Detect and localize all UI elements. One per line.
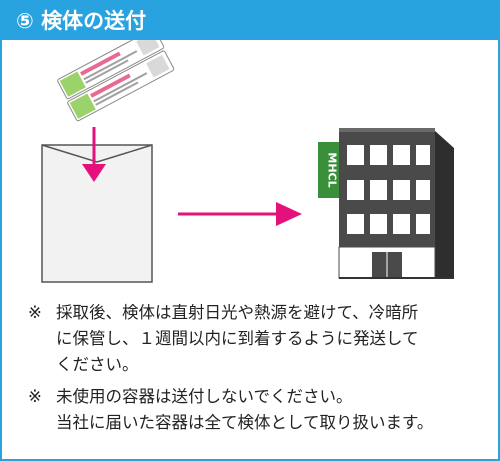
note-line: 採取後、検体は直射日光や熱源を避けて、冷暗所: [56, 303, 419, 322]
section-header: ⑤ 検体の送付: [2, 2, 498, 40]
right-arrow-icon: [178, 202, 302, 226]
building-sign-text: MHCL: [326, 152, 339, 187]
section-title: ⑤ 検体の送付: [16, 9, 147, 33]
specimen-tube-back: [57, 40, 165, 100]
note-unused-containers: ※ 未使用の容器は送付しないでください。 当社に届いた容器は全て検体として取り扱…: [28, 384, 488, 436]
note-line: に保管し、１週間以内に到着するように発送して: [56, 329, 419, 348]
lab-building: MHCL: [318, 128, 454, 279]
note-line: 当社に届いた容器は全て検体として取り扱います。: [56, 413, 434, 432]
shipping-illustration: MHCL: [41, 40, 454, 283]
note-mark: ※: [28, 303, 42, 322]
specimen-tube-front: [67, 50, 175, 122]
down-arrow-icon: [82, 127, 106, 182]
note-line: ください。: [56, 355, 139, 374]
note-storage: ※ 採取後、検体は直射日光や熱源を避けて、冷暗所 に保管し、１週間以内に到着する…: [28, 300, 488, 378]
note-mark: ※: [28, 387, 42, 406]
building-sign: [318, 142, 339, 198]
notes-section: ※ 採取後、検体は直射日光や熱源を避けて、冷暗所 に保管し、１週間以内に到着する…: [28, 300, 488, 442]
note-line: 未使用の容器は送付しないでください。: [56, 387, 353, 406]
